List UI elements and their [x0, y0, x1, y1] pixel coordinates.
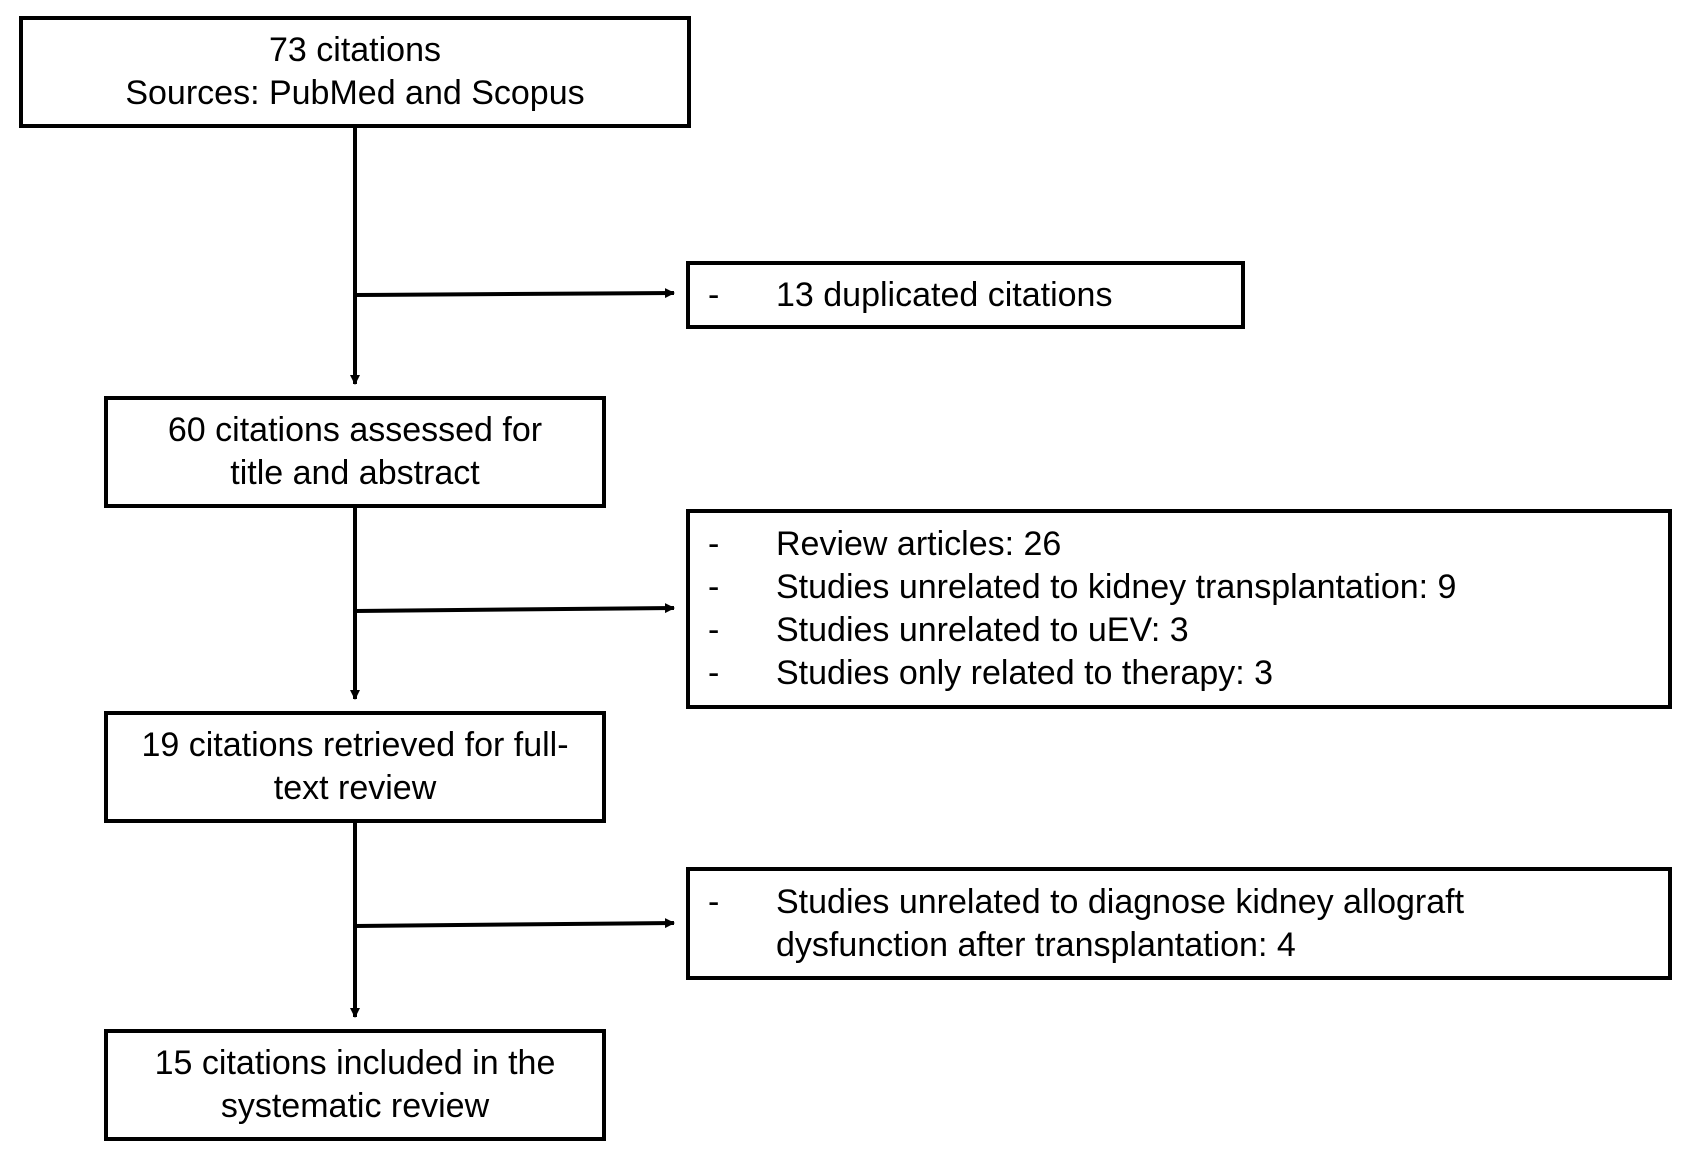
bullet-dash: -	[708, 568, 720, 606]
exclusion-item: - Review articles: 26	[708, 523, 1668, 566]
bullet-dash: -	[708, 611, 720, 649]
screened-text-line2: title and abstract	[230, 454, 480, 492]
sources-text: Sources: PubMed and Scopus	[125, 74, 585, 112]
box-exclusion-duplicates: - 13 duplicated citations	[686, 261, 1245, 329]
exclusion-item-text: Studies only related to therapy: 3	[776, 654, 1274, 692]
bullet-dash: -	[708, 882, 720, 921]
fulltext-text-line1: 19 citations retrieved for full-	[141, 726, 569, 764]
arrow-to-exclusion-3	[354, 918, 675, 929]
exclusion-item-text: Review articles: 26	[776, 525, 1062, 563]
box-exclusion-screening: - Review articles: 26 - Studies unrelate…	[686, 509, 1672, 709]
screened-text-line1: 60 citations assessed for	[167, 411, 543, 449]
exclusion-item: - 13 duplicated citations	[708, 274, 1241, 317]
box-exclusion-fulltext: - Studies unrelated to diagnose kidney a…	[686, 867, 1672, 980]
exclusion-item: - Studies unrelated to diagnose kidney a…	[708, 881, 1668, 967]
exclusion-item-text: Studies unrelated to kidney transplantat…	[776, 568, 1457, 606]
exclusion-item-text: 13 duplicated citations	[776, 275, 1113, 314]
included-text-line2: systematic review	[220, 1087, 490, 1125]
box-fulltext-citations: 19 citations retrieved for full- text re…	[104, 711, 606, 823]
arrow-to-exclusion-2	[354, 603, 675, 614]
exclusion-item: - Studies only related to therapy: 3	[708, 652, 1668, 695]
box-identified-citations: 73 citations Sources: PubMed and Scopus	[19, 16, 691, 128]
exclusion-item-text: Studies unrelated to diagnose kidney all…	[776, 882, 1465, 964]
exclusion-item-text: Studies unrelated to uEV: 3	[776, 611, 1189, 649]
identified-count-text: 73 citations	[269, 31, 441, 69]
box-screened-citations: 60 citations assessed for title and abst…	[104, 396, 606, 508]
bullet-dash: -	[708, 654, 720, 692]
bullet-dash: -	[708, 275, 720, 314]
included-text-line1: 15 citations included in the	[154, 1044, 556, 1082]
bullet-dash: -	[708, 525, 720, 563]
arrow-to-exclusion-1	[354, 288, 675, 299]
exclusion-item: - Studies unrelated to kidney transplant…	[708, 566, 1668, 609]
exclusion-item: - Studies unrelated to uEV: 3	[708, 609, 1668, 652]
box-included-citations: 15 citations included in the systematic …	[104, 1029, 606, 1141]
fulltext-text-line2: text review	[273, 769, 437, 807]
